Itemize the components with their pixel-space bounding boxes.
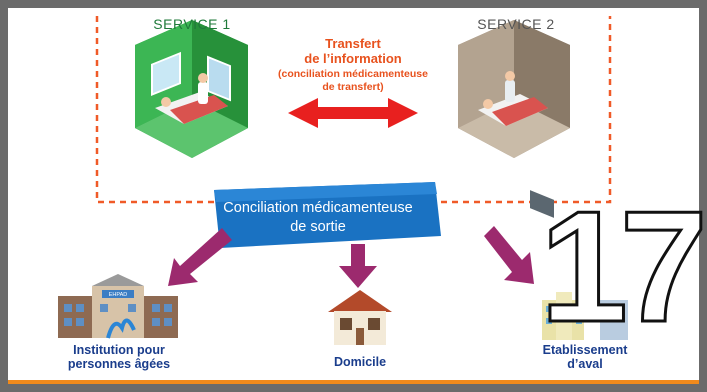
discharge-banner-line-1: Conciliation médicamenteuse xyxy=(223,200,413,216)
transfer-detail-line-2: de transfert) xyxy=(322,81,384,93)
transfer-title: Transfert xyxy=(325,36,381,51)
facility-label-line-2: d’aval xyxy=(567,357,603,371)
overlay-number-17: 17 xyxy=(539,179,707,355)
institution-building-illustration xyxy=(58,274,178,339)
institution-label-line-1: Institution pour xyxy=(73,343,165,357)
discharge-banner-line-2: de sortie xyxy=(290,219,346,235)
service-2-label: SERVICE 2 xyxy=(477,16,555,32)
home-house-illustration xyxy=(328,290,392,345)
service-1-label: SERVICE 1 xyxy=(153,16,231,32)
arrow-to-facility xyxy=(484,226,534,284)
bottom-accent-bar xyxy=(8,380,699,384)
facility-label-line-1: Etablissement xyxy=(542,343,628,357)
room-service-2-illustration xyxy=(458,20,570,218)
home-label: Domicile xyxy=(333,355,387,369)
transfer-detail-line-1: (conciliation médicamenteuse xyxy=(278,68,428,80)
hospital-dashed-border xyxy=(95,16,612,204)
arrow-to-institution xyxy=(168,228,232,286)
ehpad-sign: EHPAD xyxy=(109,292,128,298)
room-service-1-illustration xyxy=(135,20,248,158)
facility-building-illustration xyxy=(542,292,628,340)
transfer-subtitle: de l’information xyxy=(304,51,402,66)
institution-label-line-2: personnes âgées xyxy=(67,357,171,371)
arrow-to-home xyxy=(339,244,377,288)
transfer-double-arrow xyxy=(288,98,418,128)
